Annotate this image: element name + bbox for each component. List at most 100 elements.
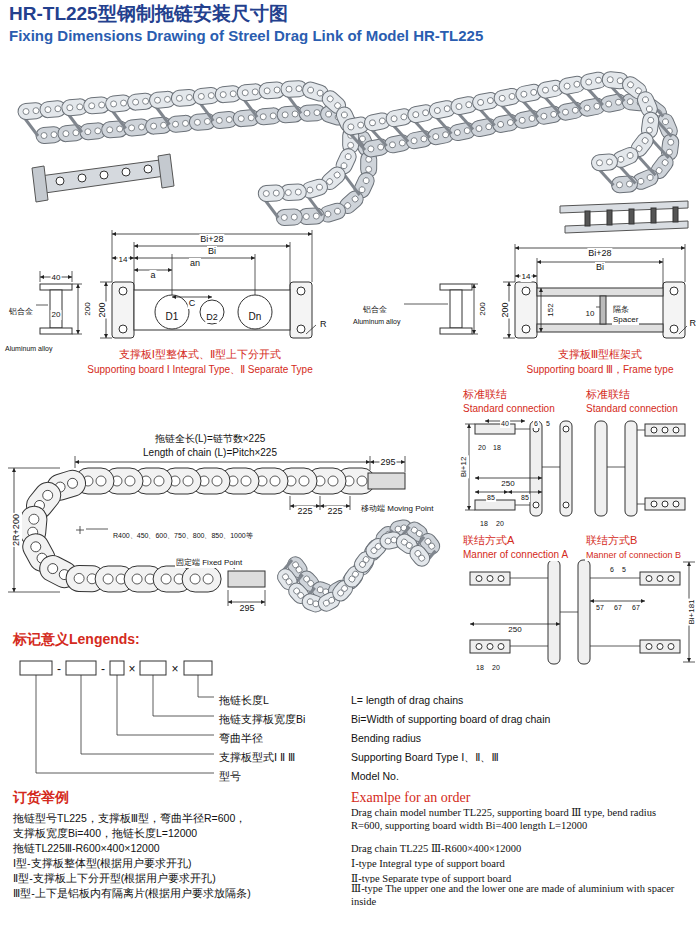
label-slot: Bi: [207, 240, 217, 258]
connection-line: [510, 578, 548, 579]
extension-line: [472, 284, 478, 285]
dimension-label: 6: [609, 566, 615, 574]
link-pin: [412, 111, 419, 118]
link-pin: [637, 177, 645, 185]
legend-text: L= length of drag chains: [350, 694, 464, 707]
extension-line: [72, 284, 82, 285]
link-pin: [41, 132, 47, 138]
moving-end-bracket: [368, 473, 405, 489]
bolt-hole: [668, 644, 674, 650]
label-slot: Ⅲ型-上下是铝板内有隔离片(根据用户要求放隔条): [12, 883, 252, 901]
connection-line: [607, 467, 625, 468]
label-slot: Dn: [248, 306, 263, 324]
figure-caption: Supporting board Ⅰ Integral Type、Ⅱ Separ…: [86, 364, 313, 376]
label-slot: 拖链全长(L)=链节数×225: [154, 428, 267, 446]
label-slot: 40: [500, 412, 510, 430]
dimension-label: 67: [613, 604, 623, 612]
link-pin: [455, 103, 462, 110]
label-slot: Supporting Board Type Ⅰ、Ⅱ、Ⅲ: [350, 747, 500, 765]
bolt-hole: [673, 427, 679, 433]
link-pin: [647, 117, 654, 124]
leader-line: [596, 307, 600, 308]
link-pin: [509, 93, 516, 100]
extension-line: [8, 468, 60, 469]
dimension-line: [590, 601, 645, 602]
figure-caption: Manner of connection B: [585, 550, 682, 561]
leader-line: [198, 675, 199, 697]
dimension-label: 10: [585, 309, 596, 319]
link-pin: [646, 174, 654, 182]
bolt-hole: [668, 576, 674, 582]
link-pin: [160, 122, 166, 128]
link-pin: [23, 108, 29, 114]
dimension-label: 200: [478, 301, 488, 316]
link-pin: [186, 94, 192, 100]
bolt-hole: [476, 576, 482, 582]
link-pin: [550, 111, 557, 118]
bolt-hole: [498, 644, 504, 650]
label-slot: L= length of drag chains: [350, 690, 464, 708]
hole: [670, 325, 678, 333]
connection-line: [590, 578, 640, 579]
link-pin: [28, 514, 39, 525]
fixed-end-bracket: [228, 571, 265, 587]
label-slot: Model No.: [350, 766, 400, 784]
label-slot: D1: [165, 306, 180, 324]
link-pin: [391, 115, 398, 122]
link-pin: [661, 158, 669, 166]
label-slot: 85: [486, 486, 496, 504]
extension-line: [228, 590, 229, 606]
aluminum-profile: [50, 290, 62, 328]
label-slot: Bi=Width of supporting board of drag cha…: [350, 709, 551, 727]
connection-line: [590, 646, 640, 647]
label-slot: Supporting board Ⅲ，Frame type: [526, 359, 675, 377]
figure-caption: Standard connection: [585, 403, 679, 415]
connection-line: [637, 430, 645, 431]
link-pin: [605, 101, 612, 108]
link-pin: [389, 141, 396, 148]
link-pin: [220, 91, 226, 97]
label-slot: Standard connection: [585, 398, 679, 416]
bolt-hole: [662, 501, 668, 507]
link-pin: [291, 214, 297, 220]
label-slot: 200: [76, 301, 94, 316]
label-slot: Bi+12: [452, 456, 470, 479]
label-slot: 拖链长度L: [218, 690, 270, 708]
leader-line: [153, 675, 154, 716]
aluminum-profile: [40, 284, 72, 290]
mounting-bracket: [40, 160, 165, 193]
aluminum-profile: [440, 328, 472, 334]
chain-side-bar: [578, 560, 590, 664]
order-note: Ⅰ型-支撑板整体型(根据用户要求开孔): [12, 857, 193, 870]
dimension-label: Bi+12: [459, 456, 469, 479]
link-pin: [208, 92, 214, 98]
extension-line: [465, 510, 475, 511]
chain-side-bar: [560, 421, 572, 516]
bracket-plate: [470, 572, 510, 585]
order-note: 订货举例: [12, 789, 70, 806]
dimension-label: Dn: [248, 311, 263, 323]
dimension-label: 20: [477, 444, 487, 452]
link-pin: [552, 85, 559, 92]
label-slot: 67: [613, 596, 623, 614]
hole: [297, 287, 305, 295]
dimension-label: 67: [631, 604, 641, 612]
label-slot: 支撑板宽度Bi=400，拖链长度L=12000: [12, 823, 198, 841]
dimension-label: 20: [51, 310, 62, 320]
label-slot: 隔条: [612, 298, 630, 316]
link-pin: [595, 77, 602, 84]
link-pin: [41, 488, 55, 502]
link-pin: [562, 109, 569, 116]
order-note: Ⅲ-type The upper one and the lower one a…: [350, 883, 695, 908]
aluminum-profile: [450, 290, 462, 328]
link-pin: [626, 81, 634, 89]
link-pin: [204, 118, 210, 124]
extension-line: [472, 334, 478, 335]
link-pin: [606, 159, 612, 165]
link-pin: [216, 117, 222, 123]
dimension-line: [469, 424, 470, 510]
label-slot: HR-TL225型钢制拖链安装尺寸图: [8, 3, 289, 26]
link-pin: [95, 128, 101, 134]
link-pin: [529, 115, 536, 122]
